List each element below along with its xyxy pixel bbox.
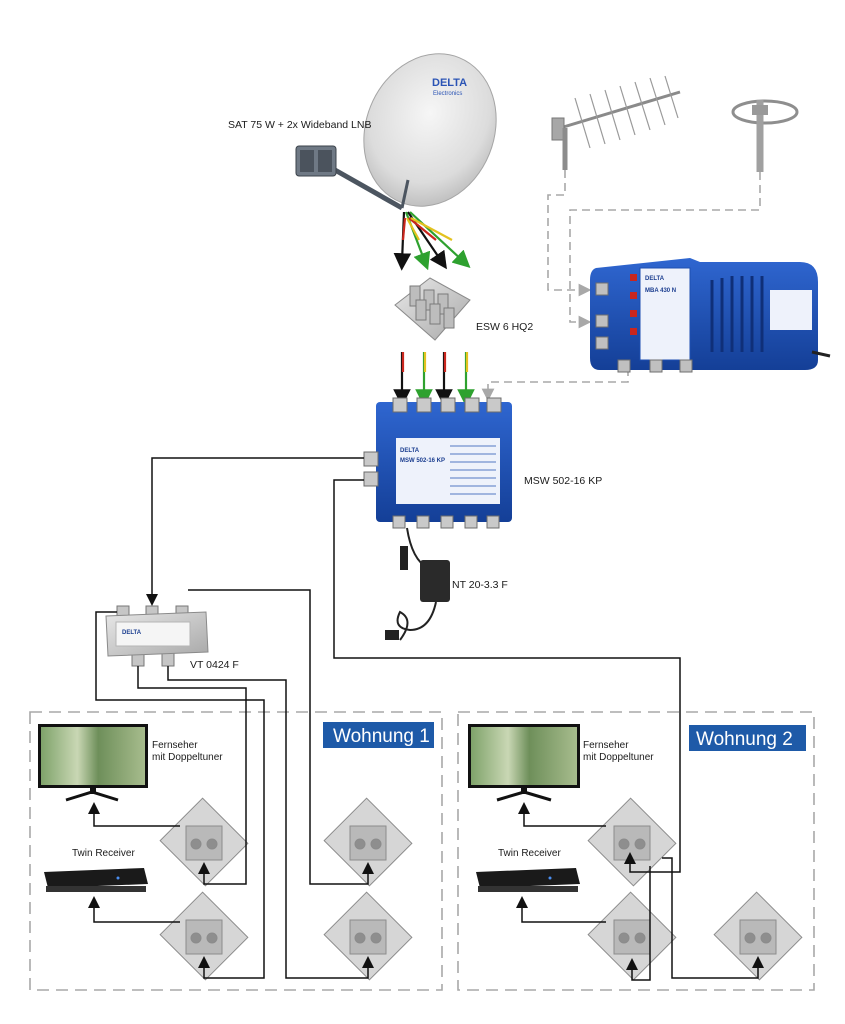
socket-a2-lower: [587, 891, 677, 981]
receiver-apartment-2-label: Twin Receiver: [498, 848, 561, 859]
tv-apartment-2-label-line-2: mit Doppeltuner: [583, 752, 654, 763]
dish-brand: DELTA: [432, 77, 467, 89]
receiver-apartment-1: [44, 868, 148, 892]
tv-apartment-2: [468, 724, 580, 802]
msw-face-brand: DELTA: [400, 448, 420, 454]
multiswitch-device: DELTA MSW 502-16 KP: [363, 397, 512, 529]
terrestrial-feed-lines: [481, 170, 761, 402]
wall-sockets: [159, 797, 803, 981]
distribution-cables: [88, 457, 764, 981]
tv-apartment-1-label-line-1: Fernseher: [152, 740, 198, 751]
tv-apartment-1: [38, 724, 148, 802]
psu-label: NT 20-3.3 F: [452, 579, 508, 591]
splitter-face-brand: DELTA: [122, 630, 142, 636]
msw-label: MSW 502-16 KP: [524, 475, 602, 487]
socket-a2-lower-right: [713, 891, 803, 981]
power-supply: [385, 527, 450, 641]
esw-label: ESW 6 HQ2: [476, 321, 533, 333]
receiver-apartment-1-label: Twin Receiver: [72, 848, 135, 859]
socket-a1-upper-right: [323, 797, 413, 887]
apartment-2-title: Wohnung 2: [696, 729, 793, 750]
yagi-antenna: [551, 75, 681, 170]
amp-face-brand: DELTA: [645, 276, 665, 282]
socket-a2-upper: [587, 797, 677, 887]
tv-apartment-1-label-line-2: mit Doppeltuner: [152, 752, 223, 763]
amp-face-model: MBA 430 N: [645, 288, 676, 294]
splitter-label: VT 0424 F: [190, 659, 239, 671]
splitter-device: DELTA: [105, 605, 209, 667]
msw-face-model: MSW 502-16 KP: [400, 458, 445, 464]
esw-device: [394, 277, 471, 341]
dish-label: SAT 75 W + 2x Wideband LNB: [228, 119, 371, 131]
socket-a1-lower: [159, 891, 249, 981]
tv-apartment-2-label-line-1: Fernseher: [583, 740, 629, 751]
receiver-apartment-2: [476, 868, 580, 892]
socket-a1-lower-right: [323, 891, 413, 981]
satellite-dish: DELTA Electronics: [295, 53, 497, 211]
lnb-cables: [393, 211, 471, 271]
circular-antenna: [731, 99, 799, 172]
esw-msw-cables: [393, 352, 475, 407]
amplifier-device: DELTA MBA 430 N: [590, 258, 831, 373]
dish-brand-sub: Electronics: [433, 91, 462, 97]
apartment-1: Wohnung 1: [29, 711, 443, 991]
apartment-1-title: Wohnung 1: [333, 726, 430, 747]
apartment-2: Wohnung 2: [457, 711, 815, 991]
